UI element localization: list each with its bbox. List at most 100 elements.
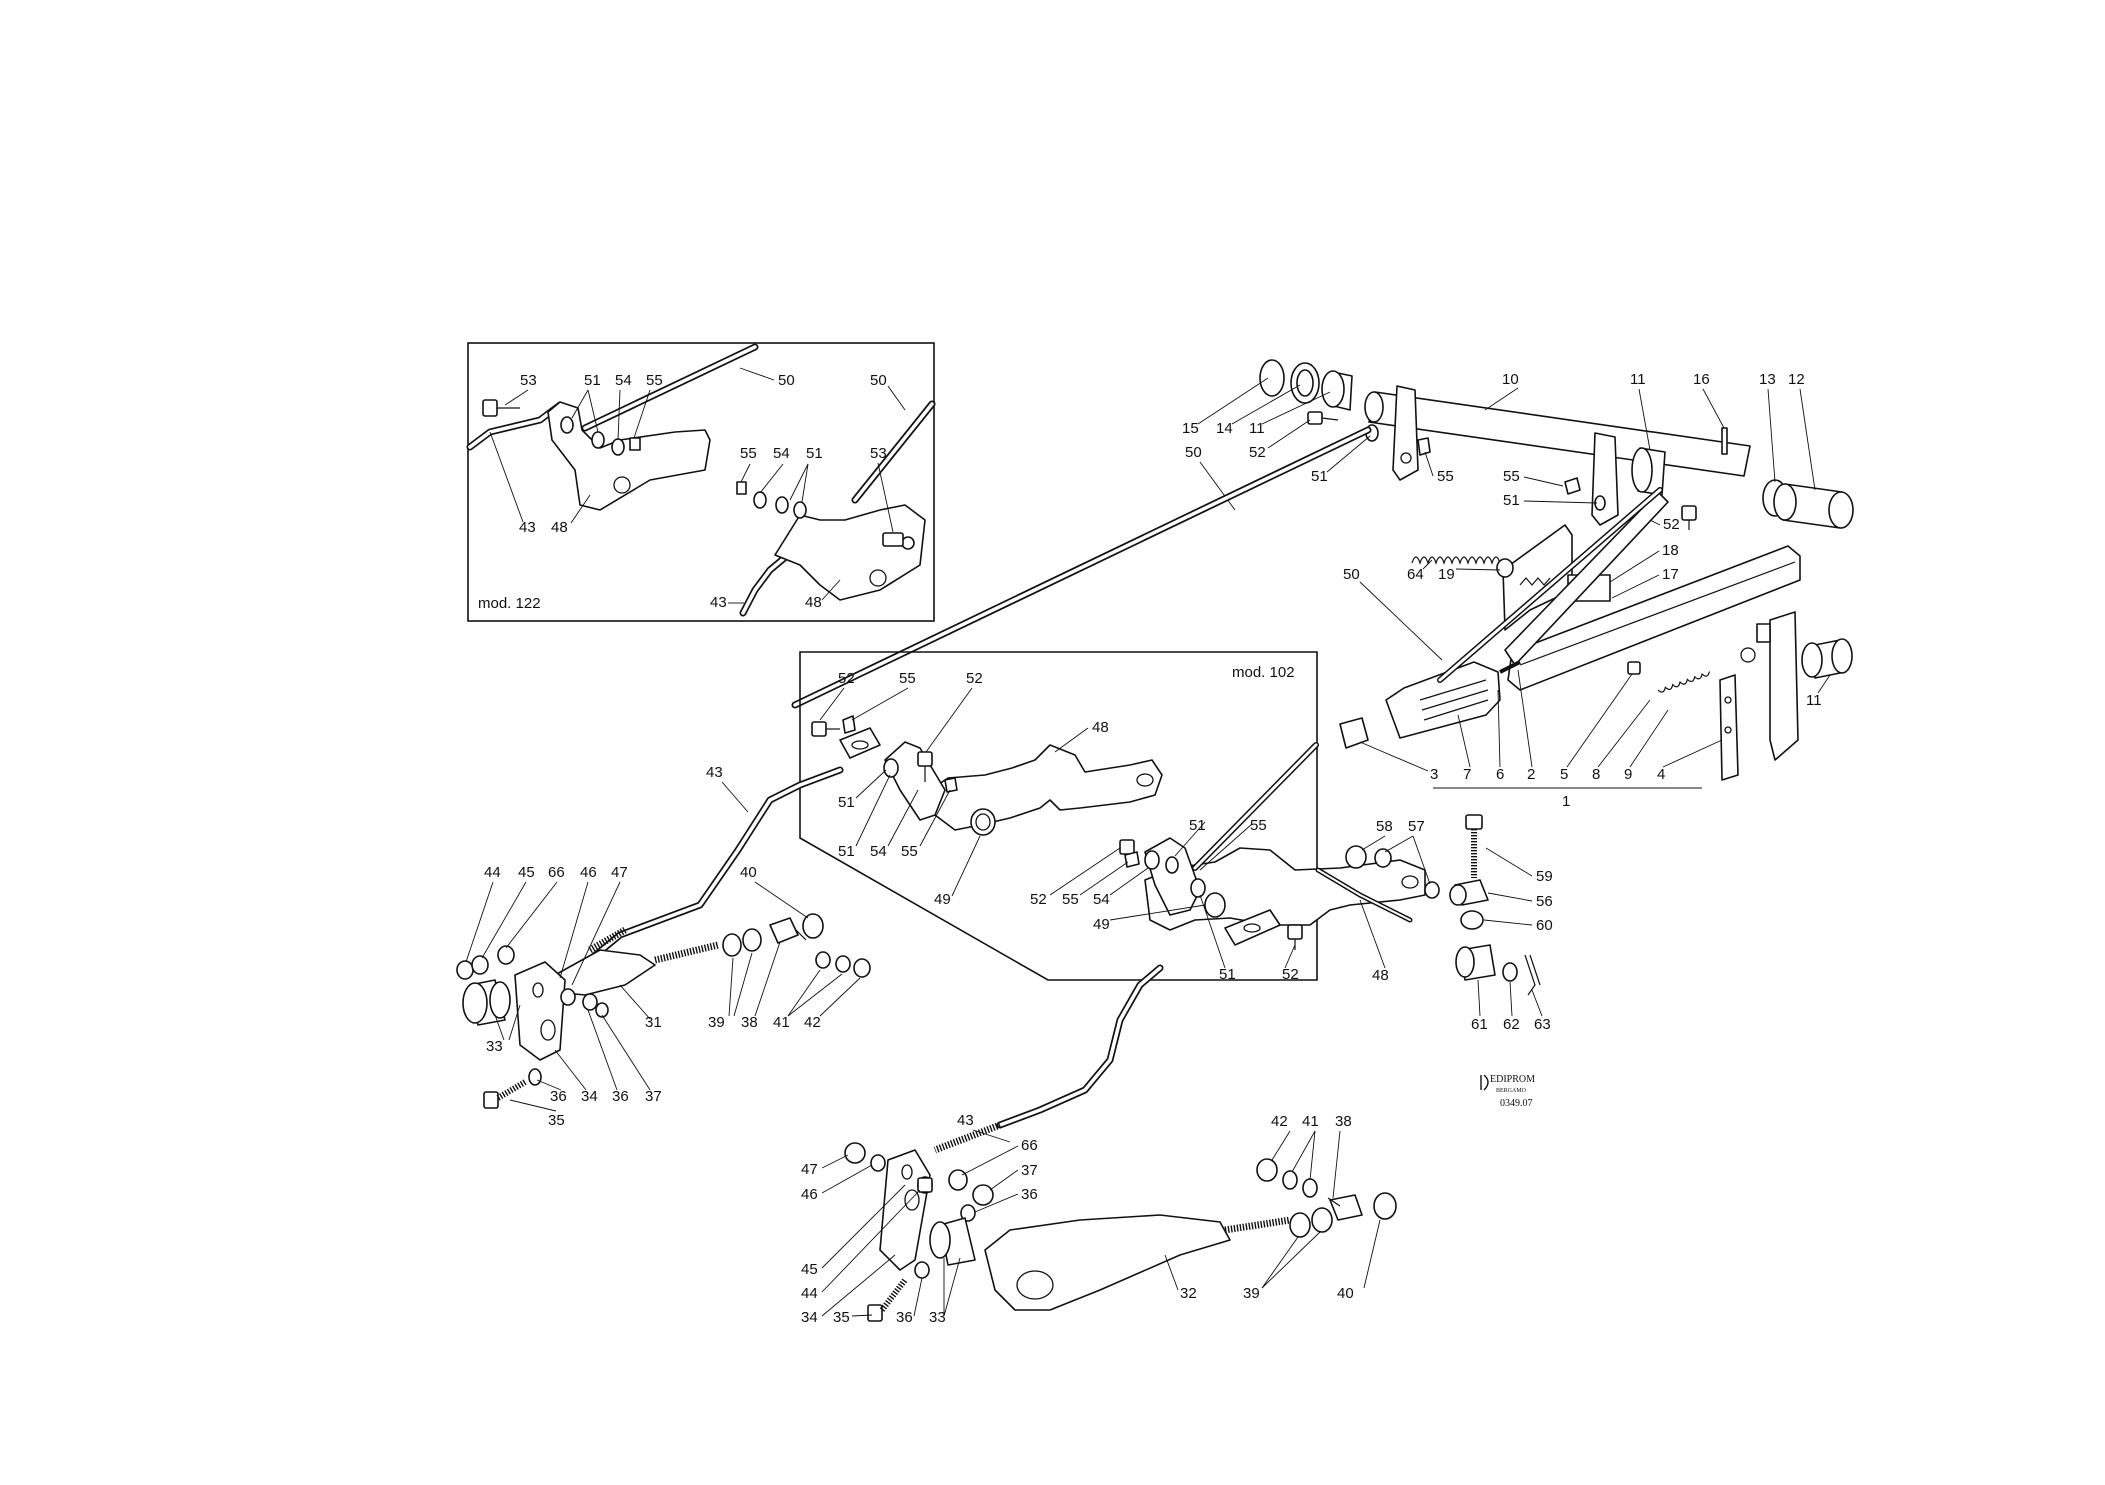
label-34: 34	[581, 1088, 598, 1105]
label-54b: 54	[773, 445, 790, 462]
label-15: 15	[1182, 420, 1199, 437]
nut-44	[456, 960, 474, 980]
label-48: 48	[1092, 719, 1109, 736]
bolt-53-right	[882, 532, 904, 547]
label-36b: 36	[612, 1088, 629, 1105]
label-17: 17	[1662, 566, 1679, 583]
clip-55-right	[1564, 477, 1581, 495]
label-48: 48	[551, 519, 568, 536]
plate-upper	[884, 741, 946, 821]
label-61: 61	[1471, 1016, 1488, 1033]
label-51: 51	[838, 794, 855, 811]
label-14: 14	[1216, 420, 1233, 437]
label-11b: 11	[1249, 420, 1265, 437]
label-41: 41	[773, 1014, 790, 1031]
label-54: 54	[870, 843, 887, 860]
label-50: 50	[1343, 566, 1360, 583]
washer-41	[835, 955, 851, 973]
spring-9	[1657, 671, 1711, 693]
label-52: 52	[1663, 516, 1680, 533]
spring-64	[1411, 556, 1501, 565]
label-55: 55	[1437, 468, 1454, 485]
label-55: 55	[1503, 468, 1520, 485]
label-35: 35	[833, 1309, 850, 1326]
circlip-15	[1259, 359, 1285, 397]
label-58: 58	[1376, 818, 1393, 835]
pedal-assembly: 55 51 52 18 17 64 19 50 3 7 6 2 5 8 9 4 …	[1339, 468, 1853, 810]
label-48b: 48	[805, 594, 822, 611]
label-11: 11	[1806, 692, 1822, 709]
split-pin-63	[1524, 954, 1541, 996]
label-6: 6	[1496, 766, 1504, 783]
washer-54	[611, 438, 625, 456]
label-41: 41	[1302, 1113, 1319, 1130]
clip-55-right	[736, 481, 747, 495]
label-44: 44	[801, 1285, 818, 1302]
label-7: 7	[1463, 766, 1471, 783]
label-51c: 51	[1189, 817, 1206, 834]
shaft-bracket-left	[1392, 385, 1419, 481]
nut-40	[1373, 1192, 1397, 1220]
label-18: 18	[1662, 542, 1679, 559]
tie-rod-31	[554, 949, 656, 996]
label-36b: 36	[896, 1309, 913, 1326]
rod-50-main	[791, 426, 1372, 709]
label-53: 53	[520, 372, 537, 389]
washer-57	[1374, 848, 1392, 868]
label-51b: 51	[806, 445, 823, 462]
label-56: 56	[1536, 893, 1553, 910]
center-right-assembly: 58 57 59 56 60 48 61 62 63	[1315, 814, 1553, 1033]
nut-42	[853, 958, 871, 978]
frame-2	[1507, 545, 1801, 691]
nut-47	[844, 1142, 866, 1164]
label-4: 4	[1657, 766, 1665, 783]
inset-mod-102-frame	[799, 651, 1318, 981]
label-1: 1	[1562, 793, 1570, 810]
label-49: 49	[934, 891, 951, 908]
washer-51-lower	[1144, 850, 1160, 870]
label-33: 33	[486, 1038, 503, 1055]
clip-55-left	[842, 715, 856, 734]
label-10: 10	[1502, 371, 1519, 388]
inset-mod-122-frame	[467, 342, 935, 622]
label-55d: 55	[1062, 891, 1079, 908]
bolt-35-bottom	[867, 1304, 883, 1322]
label-40: 40	[740, 864, 757, 881]
label-52: 52	[838, 670, 855, 687]
swivel-38	[769, 917, 799, 944]
label-52d: 52	[1282, 966, 1299, 983]
label-39: 39	[1243, 1285, 1260, 1302]
label-63: 63	[1534, 1016, 1551, 1033]
label-51b: 51	[838, 843, 855, 860]
label-60: 60	[1536, 917, 1553, 934]
clip-55	[629, 437, 641, 451]
label-12: 12	[1788, 371, 1805, 388]
label-43: 43	[957, 1112, 974, 1129]
label-66: 66	[548, 864, 565, 881]
label-46: 46	[801, 1186, 818, 1203]
label-40: 40	[1337, 1285, 1354, 1302]
label-62: 62	[1503, 1016, 1520, 1033]
label-57: 57	[1408, 818, 1425, 835]
washer-36	[560, 988, 576, 1006]
pin-16	[1721, 427, 1728, 455]
swivel-38	[1329, 1194, 1363, 1221]
label-55: 55	[899, 670, 916, 687]
plate-4	[1769, 611, 1799, 761]
label-52b: 52	[966, 670, 983, 687]
label-43b: 43	[710, 594, 727, 611]
label-52: 52	[1249, 444, 1266, 461]
bolt-52-right	[1681, 505, 1697, 521]
bracket-48-lower	[774, 504, 926, 601]
washer-36	[960, 1204, 976, 1222]
inset-mod-122-label: mod. 122	[478, 595, 541, 612]
inset-mod-102-label: mod. 102	[1232, 664, 1295, 681]
bracket-48	[547, 401, 711, 511]
bolt-35	[483, 1091, 499, 1109]
label-47: 47	[801, 1161, 818, 1178]
ring-49-lower	[1204, 892, 1226, 918]
label-8: 8	[1592, 766, 1600, 783]
label-37: 37	[645, 1088, 662, 1105]
label-39: 39	[708, 1014, 725, 1031]
